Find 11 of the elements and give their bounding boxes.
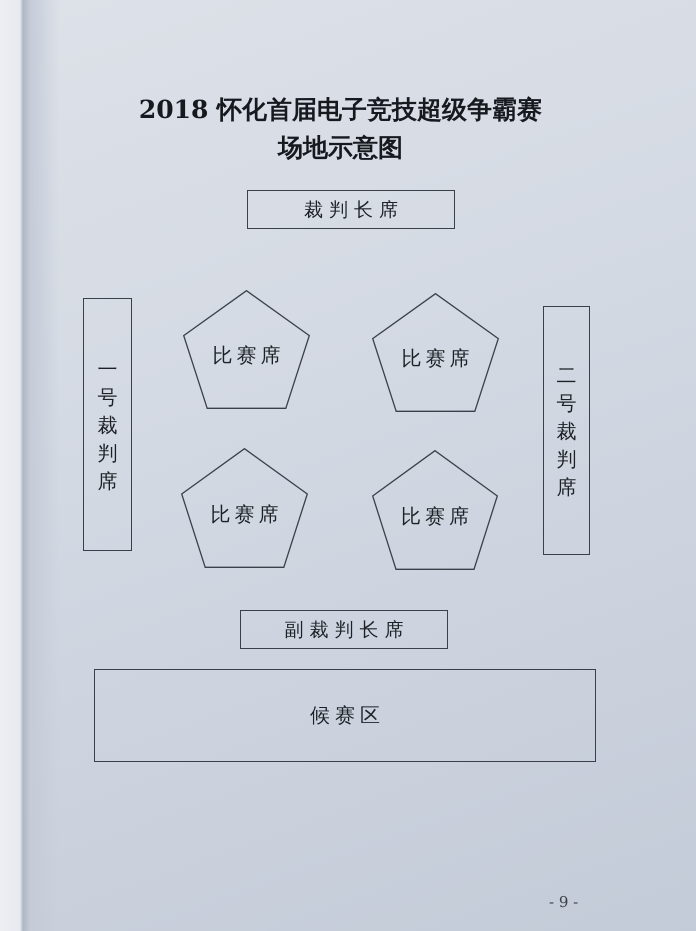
station-pentagon: 比赛席 [181, 448, 308, 568]
area-box: 候赛区 [94, 669, 596, 762]
station-pentagon: 比赛席 [372, 293, 499, 412]
title: 2018 怀化首届电子竞技超级争霸赛场地示意图 [138, 94, 544, 164]
desk-box: 裁判长席 [247, 190, 455, 229]
page-number: - 9 - [549, 893, 578, 911]
station-pentagon: 比赛席 [183, 290, 310, 409]
desk-box: 二号裁判席 [543, 306, 590, 555]
desk-box: 副裁判长席 [240, 610, 448, 649]
desk-box: 一号裁判席 [83, 298, 132, 551]
station-pentagon: 比赛席 [372, 450, 498, 570]
